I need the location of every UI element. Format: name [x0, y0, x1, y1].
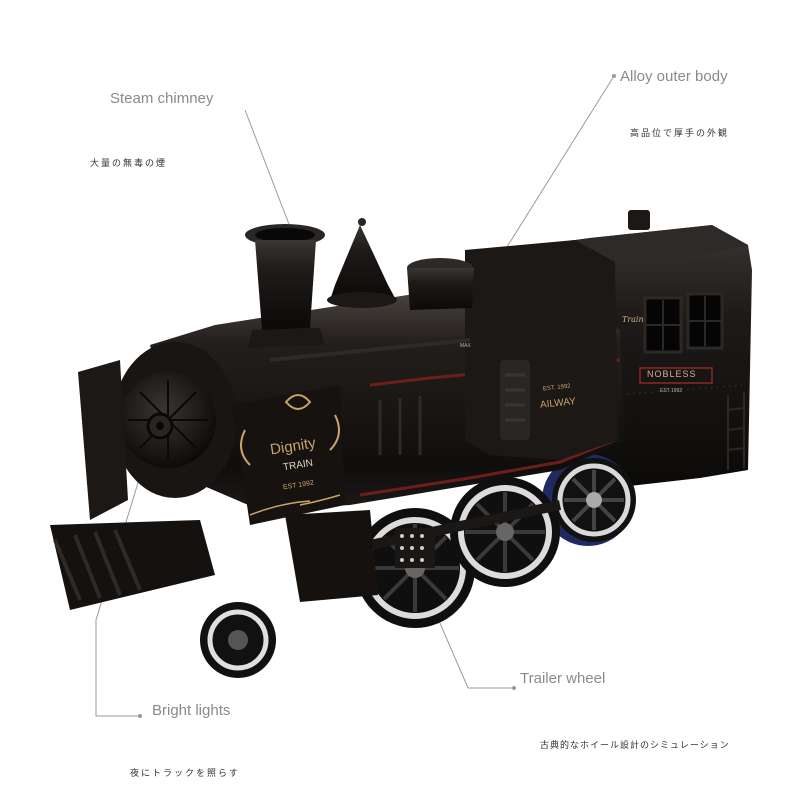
steam-chimney-subtitle: 大量の無毒の煙 [90, 159, 168, 169]
alloy-body-subtitle: 高品位で厚手の外観 [630, 129, 730, 139]
wheel-callout-line [429, 599, 514, 689]
dignity-plaque [232, 385, 345, 525]
smokebox-front [113, 342, 237, 498]
trailer-wheel-subtitle: 古典的なホイール設計のシミュレーション [540, 741, 730, 751]
tender-script: Train [622, 315, 644, 324]
bright-lights-title: Bright lights [152, 702, 231, 719]
bright-lights-subtitle: 夜にトラックを照らす [130, 769, 240, 779]
trailer-wheel-title: Trailer wheel [520, 670, 606, 687]
wheel-callout-dot [512, 686, 516, 690]
chimney-callout-line [244, 109, 293, 233]
tender-badge-text: NOBLESS [647, 369, 697, 379]
cowcatcher [50, 360, 215, 610]
tender-wheel [542, 454, 636, 546]
tender-est: EST 1992 [660, 388, 683, 394]
alloy-body-title: Alloy outer body [620, 68, 728, 85]
cylinder [285, 510, 378, 602]
tender-badge [639, 367, 713, 384]
front-wheel [200, 602, 276, 678]
steam-chimney [245, 224, 325, 348]
body-callout-dot [612, 74, 616, 78]
sand-dome [327, 218, 397, 308]
steam-chimney-title: Steam chimney [110, 90, 214, 107]
drive-wheels [355, 477, 562, 628]
max-plate: MAX [460, 343, 471, 349]
lights-callout-dot [138, 714, 142, 718]
drive-wheel-2 [450, 477, 560, 587]
steam-dome [407, 258, 474, 310]
